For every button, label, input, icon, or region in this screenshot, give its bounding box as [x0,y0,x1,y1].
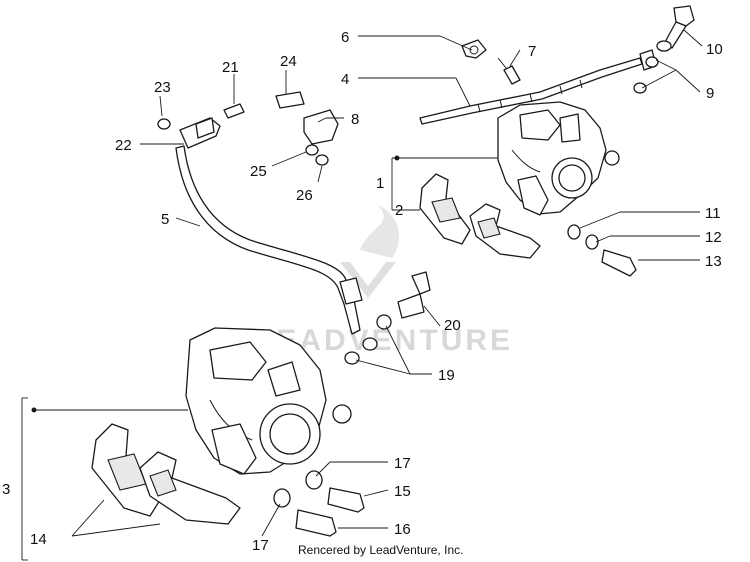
callout-15: 15 [394,483,411,500]
callout-19: 19 [438,367,455,384]
callout-labels: 1 2 3 4 5 6 7 8 9 10 11 12 13 14 15 16 1… [2,29,723,554]
screw-7 [497,57,521,85]
callout-13: 13 [705,253,722,270]
lower-bolts [273,470,365,537]
callout-14: 14 [30,531,47,548]
lower-caliper [185,327,352,475]
callout-20: 20 [444,317,461,334]
bolt-13-set [567,224,637,277]
lower-pad-set [91,423,241,525]
watermark-flame-icon [360,205,400,258]
callout-26: 26 [296,187,313,204]
callout-16: 16 [394,521,411,538]
banjo-bolt-10 [633,5,695,94]
callout-24: 24 [280,53,297,70]
callout-12: 12 [705,229,722,246]
callout-8: 8 [351,111,359,128]
callout-7: 7 [528,43,536,60]
callout-11: 11 [705,205,721,222]
upper-pad-set [419,173,541,259]
credit-line: Rencered by LeadVenture, Inc. [298,543,463,557]
callout-17-top: 17 [394,455,411,472]
clamp-8 [275,91,339,166]
callout-5: 5 [161,211,169,228]
callout-9: 9 [706,85,714,102]
watermark-v-icon [340,262,396,298]
callout-21: 21 [222,59,239,76]
hose-5 [175,145,363,335]
callout-4: 4 [341,71,349,88]
clip-6 [461,39,487,59]
callout-10: 10 [706,41,723,58]
callout-6: 6 [341,29,349,46]
callout-2: 2 [395,202,403,219]
callout-25: 25 [250,163,267,180]
callout-1: 1 [376,175,384,192]
callout-17-bottom: 17 [252,537,269,554]
callout-3: 3 [2,481,10,498]
callout-22: 22 [115,137,132,154]
leader-lines [21,29,703,561]
upper-caliper [497,101,620,216]
banjo-bolt-20 [344,271,431,365]
callout-23: 23 [154,79,171,96]
clamp-22 [157,103,245,149]
